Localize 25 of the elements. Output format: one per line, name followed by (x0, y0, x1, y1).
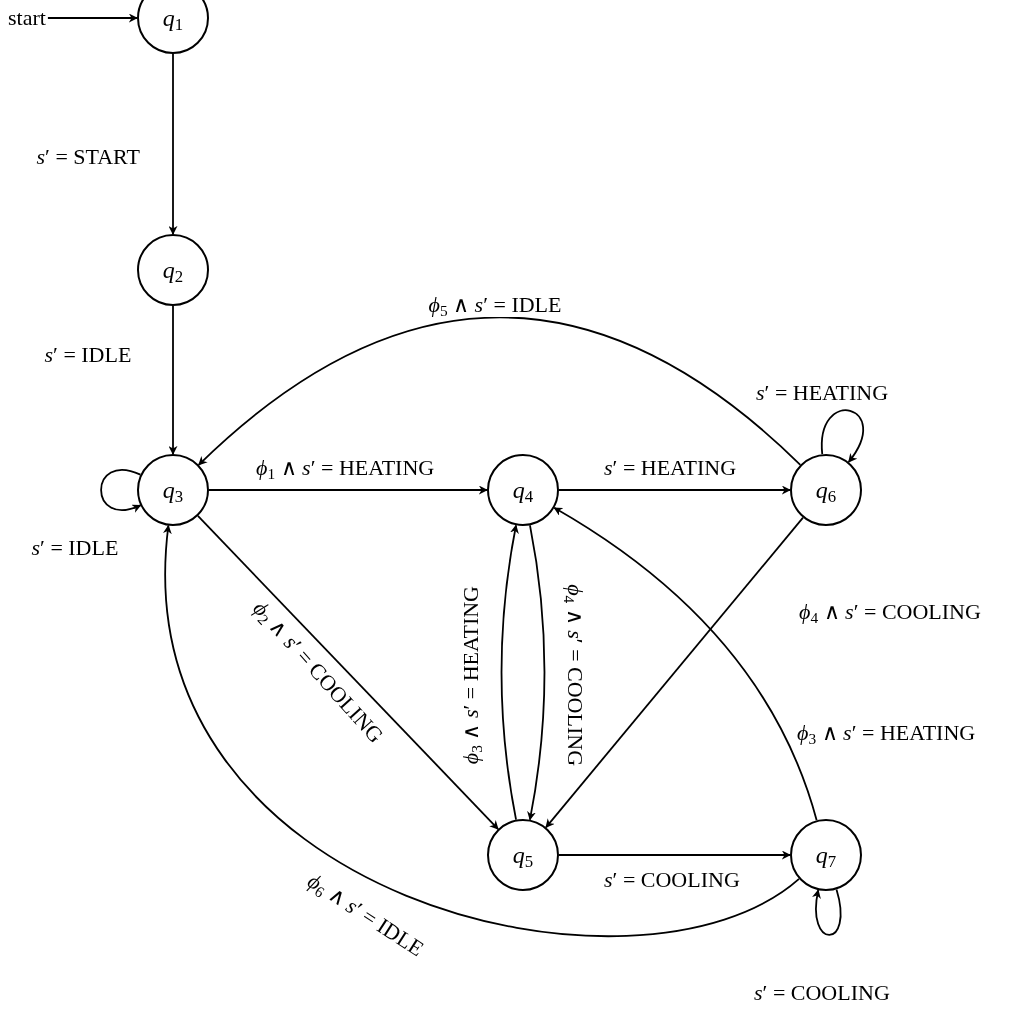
state-label: q$_{5}$ (512, 841, 534, 869)
transition-arrow (526, 524, 546, 821)
transition-arrow (168, 53, 178, 235)
transition-arrow (100, 469, 142, 513)
transition-arrow (558, 850, 791, 860)
state-label: q$_{6}$ (815, 476, 837, 504)
state-label: q$_{3}$ (162, 476, 184, 504)
transition-arrow (208, 485, 488, 495)
transition-arrow (500, 524, 519, 821)
state-circle (790, 454, 862, 526)
transition-arrow (197, 515, 499, 830)
transition-arrow (168, 305, 178, 455)
transition-arrow (812, 888, 842, 936)
state-label: q$_{2}$ (162, 256, 184, 284)
state-label: q$_{7}$ (815, 841, 837, 869)
state-circle (137, 454, 209, 526)
state-circle (137, 0, 209, 54)
state-label: q$_{1}$ (162, 4, 184, 32)
transition-arrow (558, 485, 791, 495)
state-label: q$_{4}$ (512, 476, 534, 504)
transition-arrow (47, 13, 138, 23)
transition-arrow (197, 316, 802, 466)
transition-arrow (163, 524, 800, 937)
transition-arrow (821, 409, 864, 463)
start-label: start (8, 4, 46, 32)
